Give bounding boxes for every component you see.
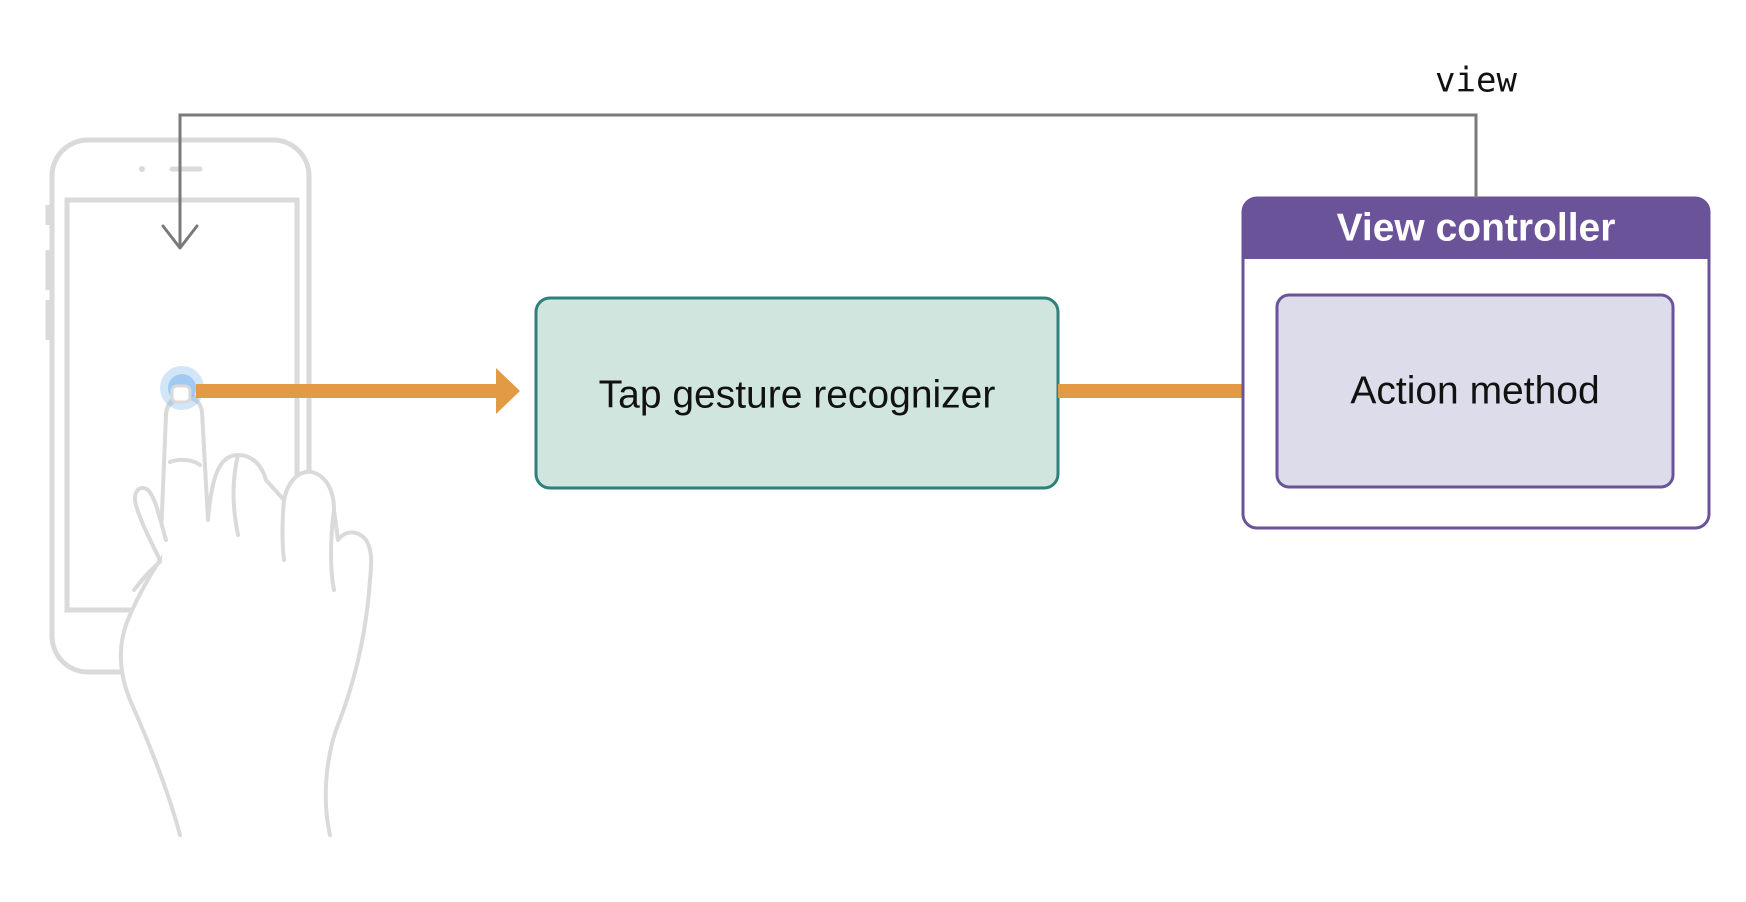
action-method-label: Action method bbox=[1350, 369, 1599, 412]
view-connector-label: view bbox=[1435, 61, 1517, 101]
action-method-box: Action method bbox=[1275, 293, 1675, 489]
touch-point-icon bbox=[160, 366, 204, 410]
touch-to-recognizer-arrow bbox=[196, 368, 520, 414]
tapping-hand-icon bbox=[119, 392, 374, 837]
view-controller-title: View controller bbox=[1337, 206, 1616, 249]
view-connector bbox=[161, 113, 1478, 250]
tap-gesture-recognizer-label: Tap gesture recognizer bbox=[599, 373, 996, 416]
tap-gesture-recognizer-box: Tap gesture recognizer bbox=[534, 296, 1060, 490]
view-connector-arrowhead bbox=[161, 224, 199, 250]
